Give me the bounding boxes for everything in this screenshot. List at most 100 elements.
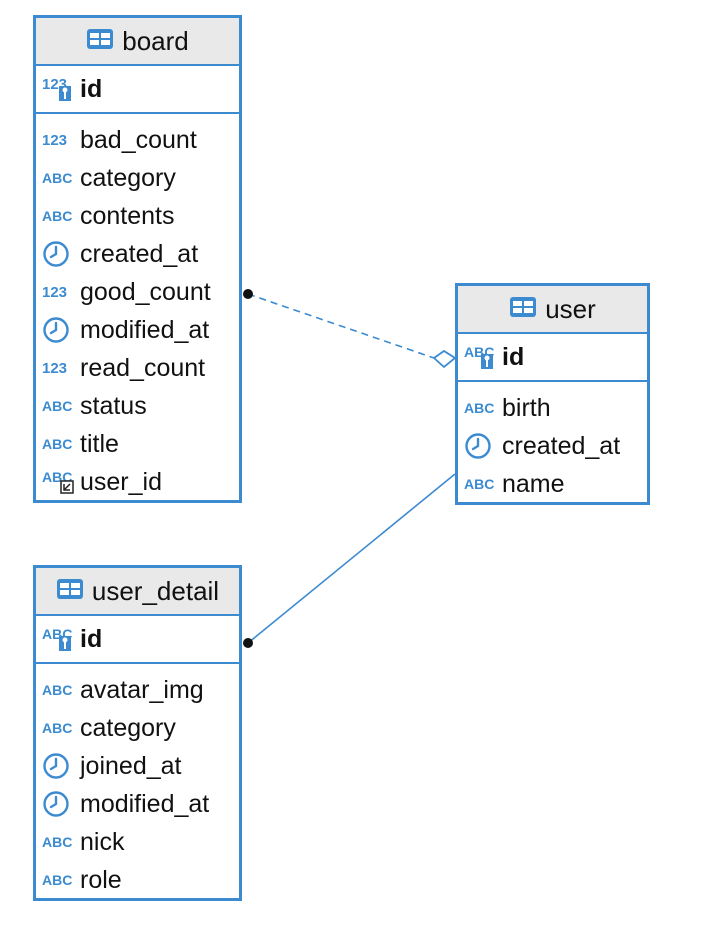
column-row[interactable]: ABC name <box>458 465 647 503</box>
text-icon: ABC <box>42 431 76 457</box>
column-name: created_at <box>502 431 621 460</box>
table-icon <box>86 26 114 57</box>
clock-icon <box>42 753 76 779</box>
column-row[interactable]: 123 good_count <box>36 273 239 311</box>
column-name: read_count <box>80 353 206 382</box>
column-row[interactable]: modified_at <box>36 785 239 823</box>
relationship-start-dot <box>243 289 253 299</box>
table-icon <box>509 294 537 325</box>
column-name: birth <box>502 393 551 422</box>
column-row[interactable]: ABC avatar_img <box>36 671 239 709</box>
column-name: role <box>80 865 122 894</box>
column-row[interactable]: ABC category <box>36 709 239 747</box>
clock-icon <box>42 317 76 343</box>
entity-title: board <box>122 25 189 56</box>
column-row[interactable]: ABC nick <box>36 823 239 861</box>
column-name: title <box>80 429 119 458</box>
text-key-icon: ABC <box>464 344 498 370</box>
column-row[interactable]: modified_at <box>36 311 239 349</box>
entity-title: user_detail <box>91 575 220 606</box>
text-icon: ABC <box>464 395 498 421</box>
column-row[interactable]: created_at <box>36 235 239 273</box>
svg-text:ABC: ABC <box>42 720 72 736</box>
entity-header: user_detail <box>36 568 239 616</box>
column-name: nick <box>80 827 125 856</box>
number-icon: 123 <box>42 279 76 305</box>
text-key-icon: ABC <box>42 626 76 652</box>
column-name: user_id <box>80 467 162 496</box>
column-name: avatar_img <box>80 675 204 704</box>
number-icon: 123 <box>42 127 76 153</box>
relationship-start-dot <box>243 638 253 648</box>
column-row[interactable]: ABC role <box>36 861 239 899</box>
column-row[interactable]: ABC status <box>36 387 239 425</box>
column-row[interactable]: created_at <box>458 427 647 465</box>
entity-header: user <box>458 286 647 334</box>
table-icon <box>56 576 84 607</box>
column-name: category <box>80 713 176 742</box>
column-name: id <box>502 342 525 371</box>
text-icon: ABC <box>42 867 76 893</box>
text-icon: ABC <box>42 393 76 419</box>
svg-text:ABC: ABC <box>42 834 72 850</box>
svg-text:123: 123 <box>42 360 67 377</box>
entity-header: board <box>36 18 239 66</box>
text-icon: ABC <box>42 677 76 703</box>
text-foreign-key-icon: ABC <box>42 469 76 495</box>
svg-text:ABC: ABC <box>42 682 72 698</box>
column-row[interactable]: ABC title <box>36 425 239 463</box>
primary-key-row[interactable]: ABC id <box>458 334 647 382</box>
column-name: created_at <box>80 239 199 268</box>
clock-icon <box>42 791 76 817</box>
svg-text:123: 123 <box>42 284 67 301</box>
column-name: category <box>80 163 176 192</box>
text-icon: ABC <box>42 165 76 191</box>
svg-text:ABC: ABC <box>42 436 72 452</box>
clock-icon <box>42 241 76 267</box>
svg-text:ABC: ABC <box>464 476 494 492</box>
column-row[interactable]: ABC contents <box>36 197 239 235</box>
svg-text:ABC: ABC <box>42 872 72 888</box>
column-row[interactable]: 123 bad_count <box>36 121 239 159</box>
svg-text:123: 123 <box>42 132 67 149</box>
column-name: name <box>502 469 565 498</box>
entity-title: user <box>545 293 596 324</box>
svg-text:ABC: ABC <box>42 208 72 224</box>
column-row[interactable]: ABC category <box>36 159 239 197</box>
column-name: status <box>80 391 147 420</box>
relationship-board-user[interactable] <box>247 293 435 359</box>
column-name: joined_at <box>80 751 182 780</box>
column-name: modified_at <box>80 315 210 344</box>
text-icon: ABC <box>42 203 76 229</box>
text-icon: ABC <box>464 471 498 497</box>
clock-icon <box>464 433 498 459</box>
text-icon: ABC <box>42 715 76 741</box>
svg-text:ABC: ABC <box>42 398 72 414</box>
relationship-end-diamond <box>432 349 457 369</box>
primary-key-row[interactable]: 123 id <box>36 66 239 114</box>
column-row[interactable]: ABC birth <box>458 389 647 427</box>
column-row[interactable]: 123 read_count <box>36 349 239 387</box>
relationship-user-detail-user[interactable] <box>247 473 456 644</box>
number-icon: 123 <box>42 355 76 381</box>
column-row[interactable]: joined_at <box>36 747 239 785</box>
column-name: id <box>80 624 103 653</box>
column-name: id <box>80 74 103 103</box>
svg-text:ABC: ABC <box>42 170 72 186</box>
primary-key-row[interactable]: ABC id <box>36 616 239 664</box>
column-name: contents <box>80 201 175 230</box>
text-icon: ABC <box>42 829 76 855</box>
column-name: good_count <box>80 277 211 306</box>
column-name: modified_at <box>80 789 210 818</box>
svg-text:ABC: ABC <box>464 400 494 416</box>
column-name: bad_count <box>80 125 197 154</box>
number-key-icon: 123 <box>42 76 76 102</box>
